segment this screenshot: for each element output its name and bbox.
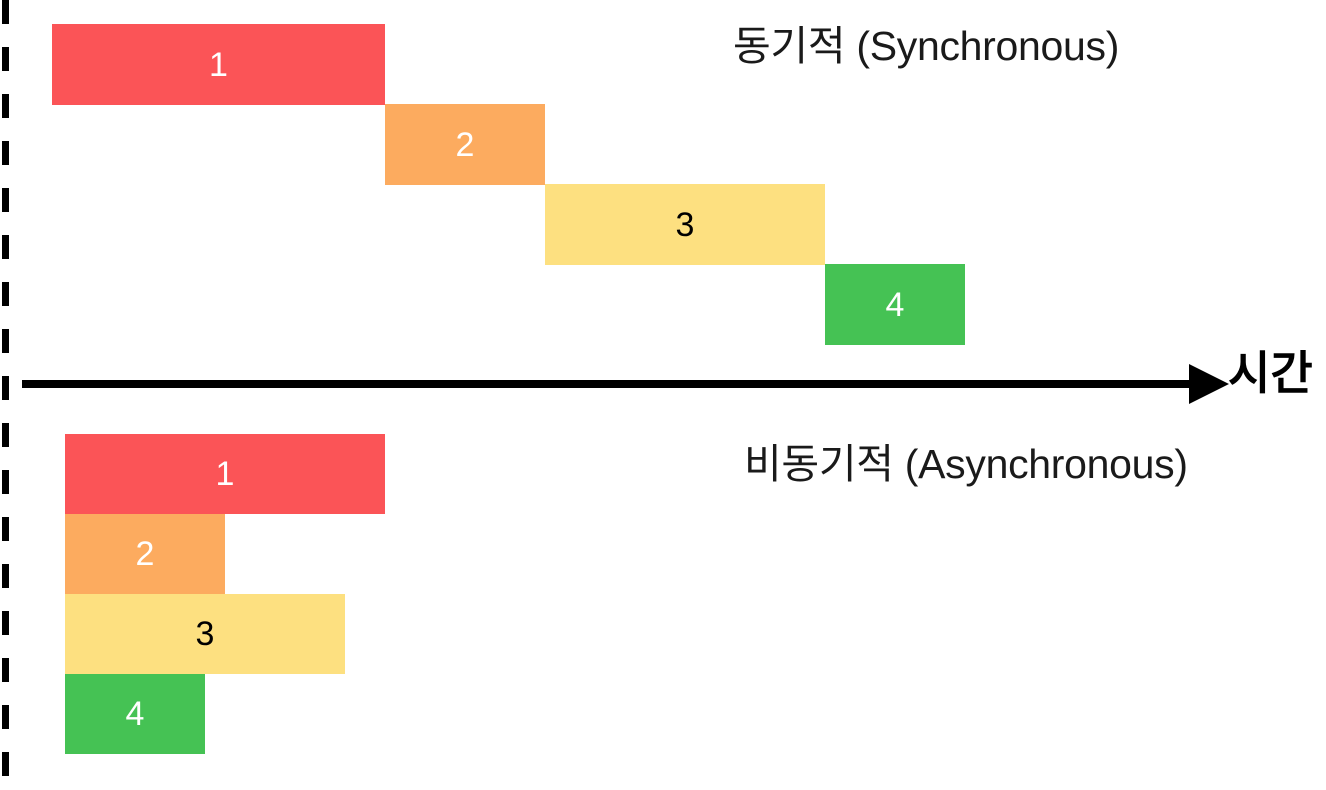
async-task-bar-2: 2 — [65, 514, 225, 594]
sync-task-bar-4: 4 — [825, 264, 965, 345]
time-axis-shaft — [22, 380, 1205, 388]
sync-task-bar-1: 1 — [52, 24, 385, 105]
async-task-bar-4: 4 — [65, 674, 205, 754]
sync-task-bar-label: 2 — [455, 125, 475, 164]
async-task-bar-label: 4 — [125, 695, 145, 733]
time-axis-label: 시간 — [1228, 347, 1313, 399]
sync-task-bar-label: 1 — [209, 45, 228, 84]
sync-task-bar-label: 4 — [885, 285, 905, 324]
time-axis-arrowhead-icon — [1189, 364, 1229, 404]
async-section-caption: 비동기적 (Asynchronous) — [744, 441, 1188, 487]
sync-section-caption: 동기적 (Synchronous) — [733, 23, 1120, 69]
async-task-bar-label: 1 — [215, 455, 235, 493]
sync-task-bar-2: 2 — [385, 104, 545, 185]
async-task-bar-1: 1 — [65, 434, 385, 514]
sync-task-bar-3: 3 — [545, 184, 825, 265]
async-task-bar-3: 3 — [65, 594, 345, 674]
sync-task-bar-label: 3 — [675, 205, 695, 244]
async-task-bar-label: 3 — [195, 615, 215, 653]
async-task-bar-label: 2 — [135, 535, 155, 573]
dashed-vertical-axis — [2, 0, 9, 790]
